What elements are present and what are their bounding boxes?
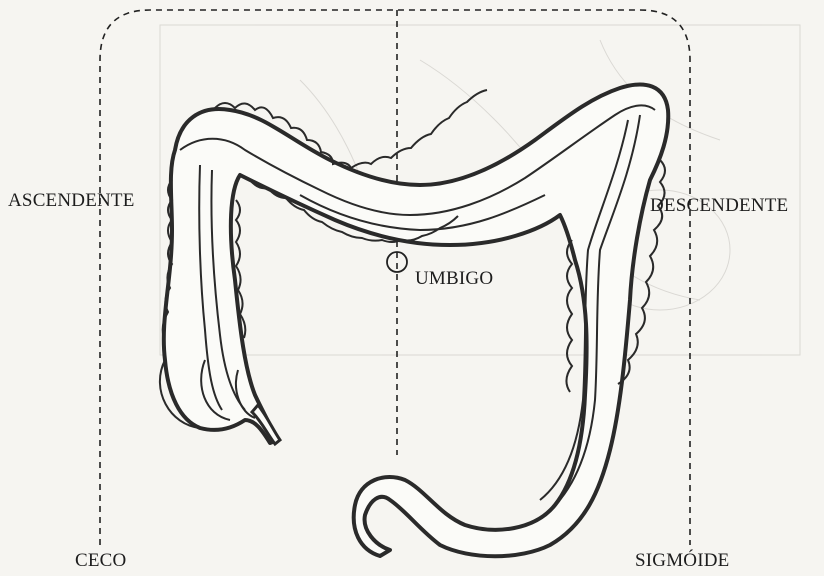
bleed-through-text (640, 390, 647, 422)
label-descendente: DESCENDENTE (650, 195, 788, 217)
label-ceco: CECO (75, 550, 126, 572)
label-umbigo: UMBIGO (415, 268, 493, 290)
label-sigmoide: SIGMÓIDE (635, 550, 730, 572)
label-ascendente: ASCENDENTE (8, 190, 135, 212)
colon (164, 84, 668, 556)
colon-main-outline (164, 84, 668, 556)
